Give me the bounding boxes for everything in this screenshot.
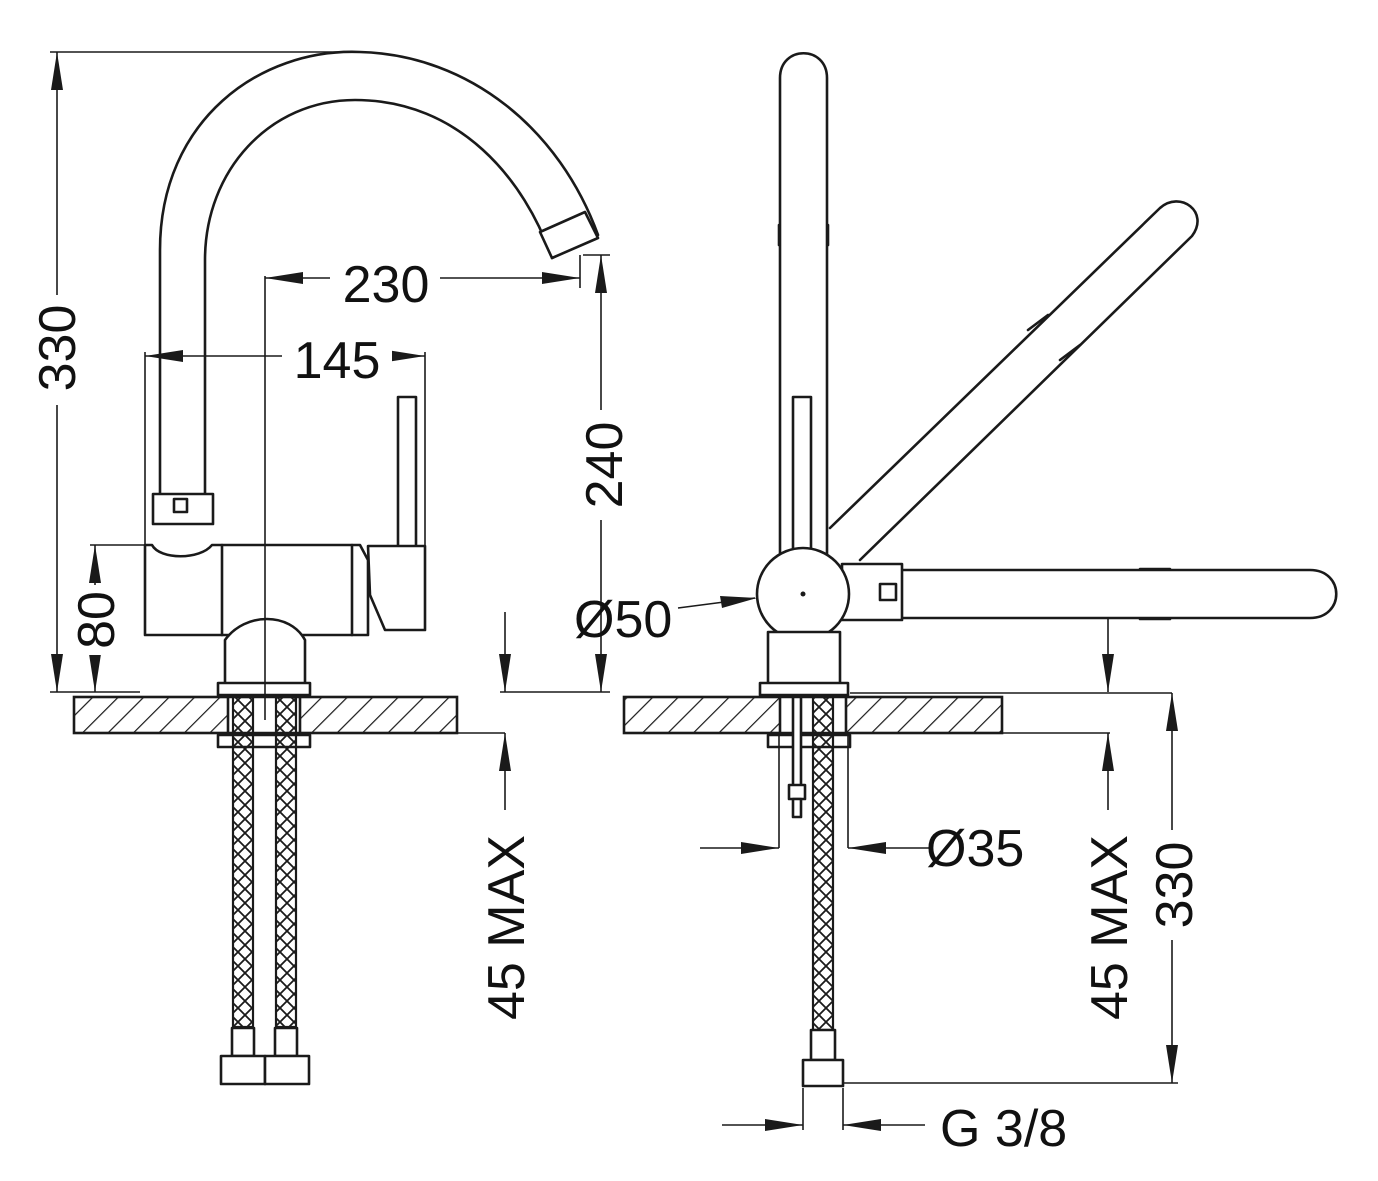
dim-240-label: 240 <box>576 422 634 509</box>
cartridge-center-mark <box>800 591 806 597</box>
mount-nut-right <box>766 733 852 749</box>
dim-handle-offset: 145 <box>144 330 426 545</box>
mount-stud-tip <box>791 797 803 819</box>
hose-right-nut <box>801 1058 845 1088</box>
dim-g38-label: G 3/8 <box>940 1100 1067 1158</box>
hose-nut-a <box>219 1054 267 1086</box>
dim-deck-thickness-right: 45 MAX <box>850 618 1172 1020</box>
front-view: 330 230 145 240 <box>29 50 634 1086</box>
handle-lever <box>396 395 418 549</box>
dim-hose-length: 330 <box>843 693 1204 1084</box>
spout-gooseneck <box>158 50 600 497</box>
dim-230-label: 230 <box>343 256 430 314</box>
dim-80-label: 80 <box>68 591 126 649</box>
spout-aerator <box>538 210 600 260</box>
mount-stud <box>791 695 803 789</box>
side-base-flange <box>758 681 850 697</box>
base-flange <box>216 681 312 697</box>
dim-body-height: 80 <box>68 544 150 692</box>
dim-spout-height: 240 <box>500 254 634 693</box>
dim-height-total: 330 <box>29 51 360 693</box>
spout-upright <box>778 52 829 562</box>
dim-hole-diameter: Ø35 <box>700 735 1024 878</box>
side-collar-screw <box>878 582 898 602</box>
hose-connector-a <box>230 1026 256 1058</box>
collar-screw <box>172 497 189 514</box>
spout-horizontal <box>898 568 1338 620</box>
hose-left-b <box>274 695 298 1029</box>
dim-diameter-35-label: Ø35 <box>926 820 1024 878</box>
side-base-neck <box>766 630 842 686</box>
spout-diagonal <box>828 200 1199 562</box>
handle-side <box>791 395 813 557</box>
hose-right <box>811 695 835 1032</box>
dim-145-label: 145 <box>294 332 381 390</box>
dim-330-left-label: 330 <box>29 305 87 392</box>
dim-45max-left-label: 45 MAX <box>478 835 536 1020</box>
dim-330-right-label: 330 <box>1146 842 1204 929</box>
hose-nut-b <box>263 1054 311 1086</box>
mount-stud-nut <box>787 783 807 801</box>
dim-deck-thickness-left: 45 MAX <box>457 612 536 1020</box>
hose-right-connector <box>809 1028 837 1062</box>
dim-45max-right-label: 45 MAX <box>1081 835 1139 1020</box>
side-view: Ø50 45 MAX 330 <box>574 52 1338 1158</box>
dim-connection-thread: G 3/8 <box>722 1088 1067 1158</box>
handle-base <box>366 544 427 632</box>
hose-left-a <box>231 695 255 1029</box>
dim-spout-reach: 230 <box>265 252 581 314</box>
dim-body-diameter: Ø50 <box>574 591 757 649</box>
hose-connector-b <box>273 1026 299 1058</box>
dim-diameter-50-label: Ø50 <box>574 591 672 649</box>
